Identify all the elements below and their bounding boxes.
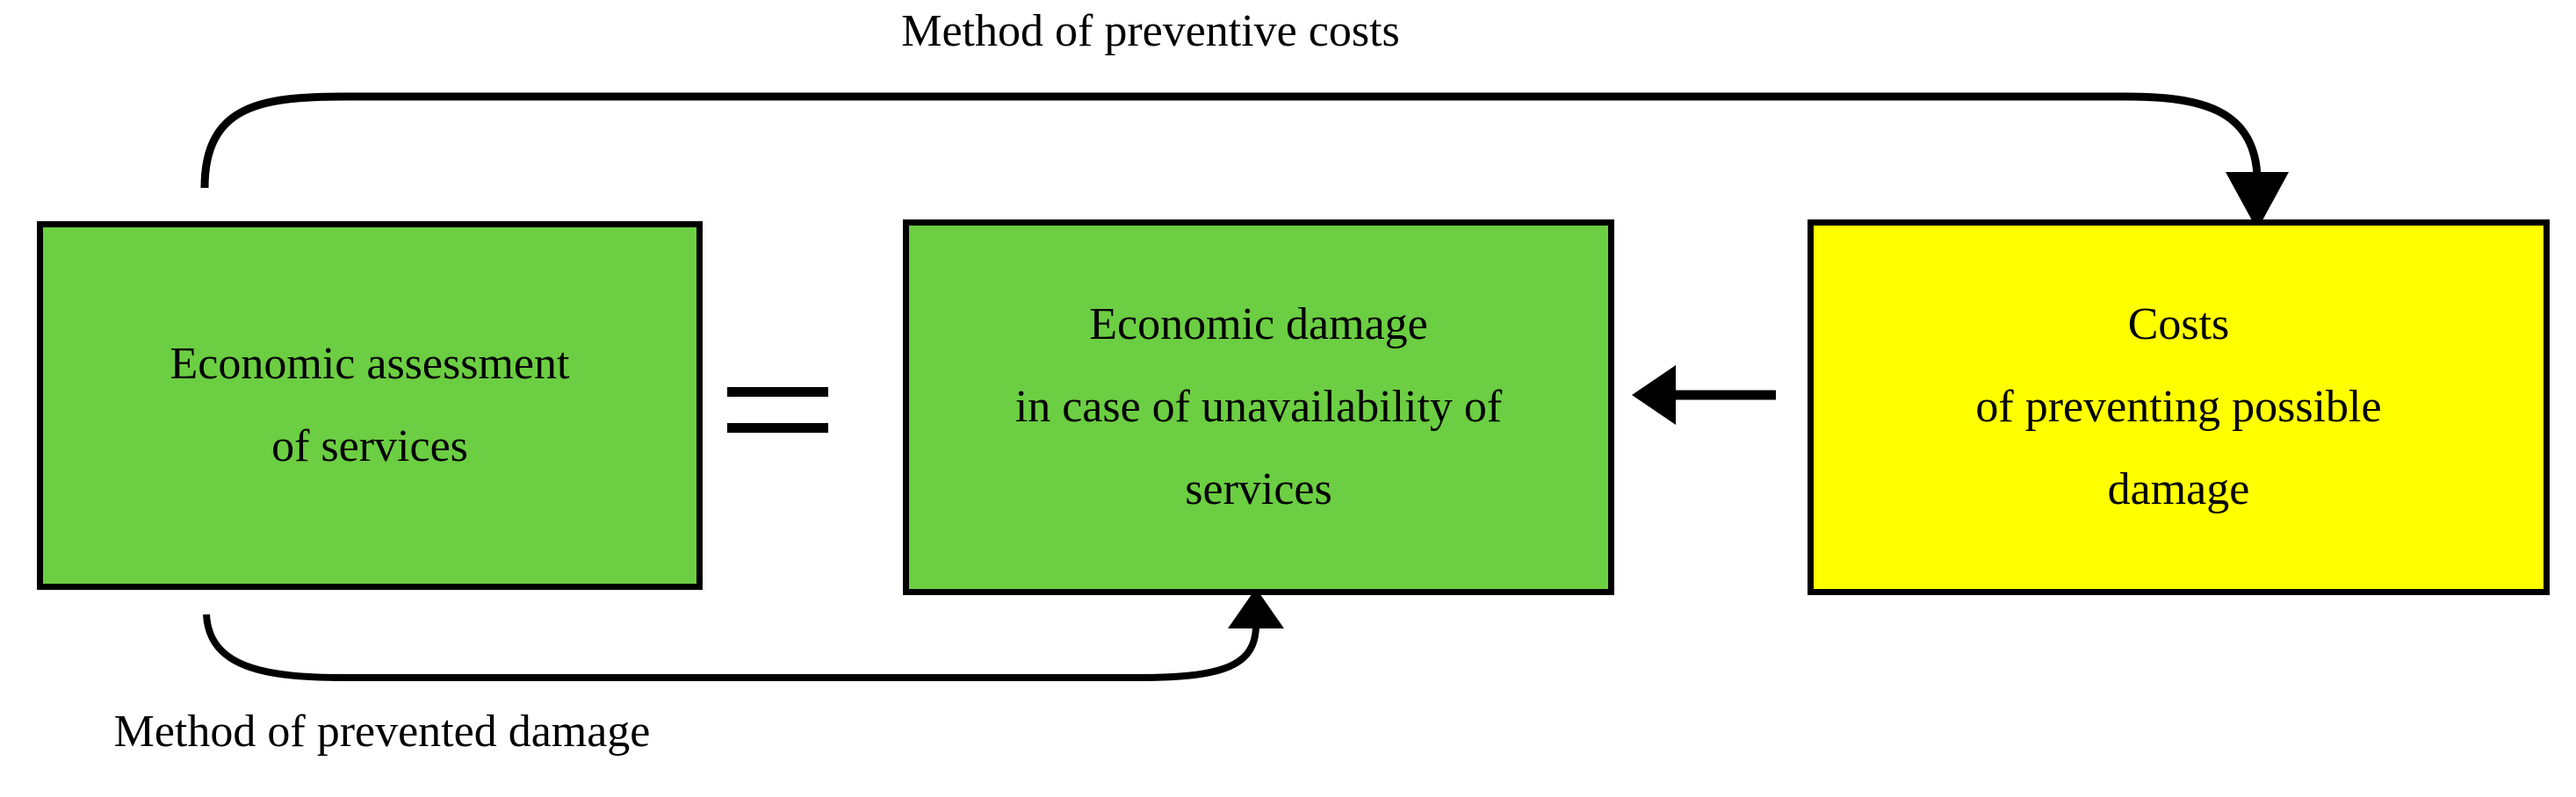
node-costs-of-preventing-line-3: damage — [2107, 464, 2250, 514]
edge-label-prevented-damage: Method of prevented damage — [113, 707, 651, 757]
prevented-damage-connector — [203, 614, 1259, 681]
node-economic-damage[interactable]: Economic damage in case of unavailabilit… — [903, 219, 1614, 595]
equals-sign-icon — [727, 369, 828, 452]
node-economic-assessment-line-2: of services — [271, 421, 468, 471]
node-costs-of-preventing-line-1: Costs — [2127, 299, 2230, 349]
node-costs-of-preventing[interactable]: Costs of preventing possible damage — [1808, 219, 2550, 595]
edge-label-preventive-costs: Method of preventive costs — [901, 6, 1400, 56]
node-economic-assessment-line-1: Economic assessment — [170, 339, 570, 389]
preventive-costs-connector — [200, 92, 2262, 189]
node-economic-damage-line-1: Economic damage — [1089, 299, 1428, 349]
node-costs-of-preventing-line-2: of preventing possible — [1975, 382, 2382, 432]
equals-bar-bottom — [727, 423, 828, 433]
costs-to-damage-arrowhead-icon — [1632, 365, 1676, 425]
node-economic-damage-line-3: services — [1185, 464, 1332, 514]
node-economic-assessment[interactable]: Economic assessment of services — [37, 221, 703, 590]
equals-bar-top — [727, 387, 828, 397]
node-economic-damage-line-2: in case of unavailability of — [1014, 382, 1503, 432]
